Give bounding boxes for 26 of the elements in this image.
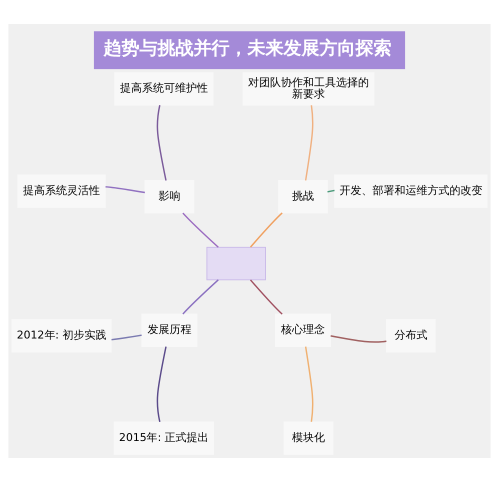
connector (250, 278, 283, 314)
connector (156, 346, 167, 422)
connector (182, 212, 219, 248)
node-box: 挑战 (278, 180, 328, 213)
node-box: 开发、部署和运维方式的改变 (334, 174, 488, 208)
connector (330, 334, 386, 342)
connector (111, 334, 142, 340)
node-box: 发展历程 (141, 313, 198, 347)
diagram-title: 趋势与挑战并行，未来发展方向探索 (103, 37, 392, 58)
node-box (206, 246, 266, 280)
node-box: 2012年: 初步实践 (12, 318, 112, 352)
connector (327, 189, 335, 192)
node-box: 提高系统灵活性 (17, 174, 106, 208)
node-box: 核心理念 (275, 313, 331, 347)
node-box: 提高系统可维护性 (114, 72, 214, 106)
connector (105, 186, 145, 193)
node-box: 分布式 (386, 318, 436, 352)
node-box: 2015年: 正式提出 (114, 420, 214, 454)
node-box: 影响 (144, 180, 194, 213)
node-box: 对团队协作和工具选择的新要求 (242, 72, 374, 106)
connector (304, 346, 314, 422)
connector (182, 278, 219, 314)
node-box: 模块化 (284, 420, 334, 454)
connector (304, 104, 314, 180)
connector (250, 212, 283, 248)
connector (156, 104, 167, 180)
